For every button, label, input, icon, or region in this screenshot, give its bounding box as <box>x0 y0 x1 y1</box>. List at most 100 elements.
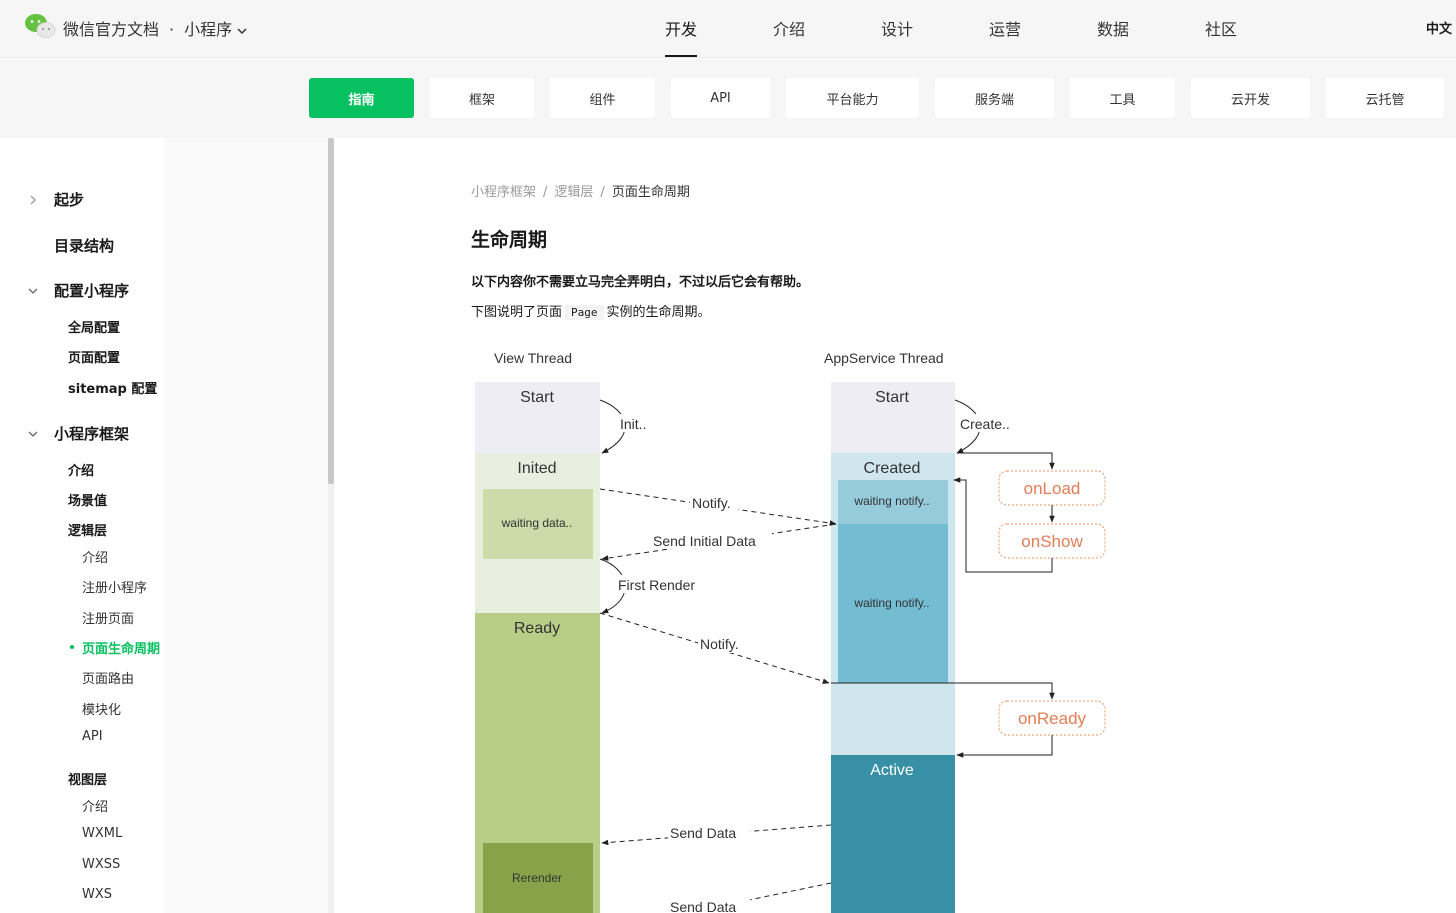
notify-1-label-bg <box>690 493 738 511</box>
sidebar-item-page-lifecycle[interactable]: 页面生命周期 <box>82 642 161 657</box>
sidebar-item-framework[interactable]: 小程序框架 <box>54 425 130 443</box>
breadcrumb-separator: / <box>543 185 548 200</box>
onready-label: onReady <box>1018 709 1087 728</box>
app-created-label: Created <box>864 460 921 477</box>
sidebar-item-wxml[interactable]: WXML <box>82 826 123 841</box>
sidebar-item-sitemap[interactable]: sitemap 配置 <box>68 382 158 397</box>
first-render-label: First Render <box>618 577 695 593</box>
top-nav-operations[interactable]: 运营 <box>989 20 1022 39</box>
sidebar-scrollbar-thumb[interactable] <box>328 138 334 484</box>
sidebar-item-view-layer[interactable]: 视图层 <box>68 773 108 788</box>
view-start-block <box>475 382 600 453</box>
notify-2-label: Notify. <box>700 636 739 652</box>
sidebar-item-logic-intro[interactable]: 介绍 <box>82 551 109 566</box>
app-waiting-notify-1-block <box>838 480 948 524</box>
top-nav-design[interactable]: 设计 <box>881 20 914 39</box>
breadcrumb-current: 页面生命周期 <box>611 185 690 200</box>
sidebar-item-register-app[interactable]: 注册小程序 <box>82 581 148 596</box>
subnav-cloud-hosting[interactable]: 云托管 <box>1326 78 1444 118</box>
top-nav-dev[interactable]: 开发 <box>665 20 698 39</box>
app-active-label: Active <box>870 762 914 779</box>
subnav-server[interactable]: 服务端 <box>935 78 1054 118</box>
brand-name: 微信官方文档 <box>63 20 160 39</box>
view-waiting-label: waiting data.. <box>501 516 573 530</box>
view-ready-label: Ready <box>514 620 560 637</box>
brand-title[interactable]: 微信官方文档 · 小程序 <box>63 16 248 40</box>
language-switch[interactable]: 中文 <box>1426 22 1453 37</box>
app-waiting-notify-1-label: waiting notify.. <box>853 494 929 508</box>
breadcrumb-framework[interactable]: 小程序框架 <box>471 185 537 200</box>
onload-label: onLoad <box>1024 479 1081 498</box>
sidebar-item-wxss[interactable]: WXSS <box>82 857 121 872</box>
sidebar: 起步 目录结构 配置小程序 全局配置 页面配置 sitemap 配置 小程序框架… <box>0 138 334 913</box>
sidebar-item-page-route[interactable]: 页面路由 <box>82 672 135 687</box>
description-after: 实例的生命周期。 <box>606 305 711 320</box>
subnav-framework[interactable]: 框架 <box>430 78 534 118</box>
sidebar-scrollbar[interactable] <box>328 138 334 913</box>
send-data-1-label: Send Data <box>670 825 736 841</box>
app-start-label: Start <box>875 389 909 406</box>
first-render-label-bg <box>616 575 702 593</box>
sub-nav: 指南 框架 组件 API 平台能力 服务端 工具 云开发 云托管 <box>0 59 1456 138</box>
sidebar-item-modules[interactable]: 模块化 <box>82 703 122 718</box>
sidebar-item-register-page[interactable]: 注册页面 <box>82 612 135 627</box>
sidebar-item-page-config[interactable]: 页面配置 <box>68 351 121 366</box>
breadcrumb-logic-layer[interactable]: 逻辑层 <box>554 185 594 200</box>
sidebar-item-framework-intro[interactable]: 介绍 <box>68 464 95 479</box>
subnav-tools[interactable]: 工具 <box>1070 78 1175 118</box>
init-label-bg <box>616 414 652 432</box>
sidebar-item-logic-api[interactable]: API <box>82 729 103 744</box>
send-data-2-label-bg <box>668 898 750 913</box>
sidebar-item-view-intro[interactable]: 介绍 <box>82 800 109 815</box>
sidebar-background-strip <box>164 138 328 913</box>
app-start-block <box>831 382 955 453</box>
init-label: Init.. <box>620 416 646 432</box>
sidebar-item-logic-layer[interactable]: 逻辑层 <box>68 524 108 539</box>
sidebar-item-config[interactable]: 配置小程序 <box>54 282 130 300</box>
inline-code-page: Page <box>565 305 604 320</box>
chevron-down-icon[interactable] <box>26 427 40 441</box>
chevron-right-icon[interactable] <box>26 193 40 207</box>
top-nav-community[interactable]: 社区 <box>1205 20 1238 39</box>
wechat-logo-icon[interactable] <box>24 13 56 39</box>
chevron-down-icon[interactable] <box>26 284 40 298</box>
subnav-cloud-dev[interactable]: 云开发 <box>1191 78 1310 118</box>
onshow-label: onShow <box>1021 532 1083 551</box>
sidebar-item-getting-started[interactable]: 起步 <box>54 191 85 209</box>
onready-return-arrow <box>956 735 1053 758</box>
onload-in-arrow <box>957 452 1055 470</box>
view-thread-title: View Thread <box>494 350 572 366</box>
app-waiting-notify-2-block <box>838 524 948 683</box>
send-data-2-label: Send Data <box>670 899 736 913</box>
send-data-1-arrow <box>601 824 832 846</box>
subnav-api[interactable]: API <box>671 78 770 118</box>
create-label: Create.. <box>960 416 1010 432</box>
view-rerender-label: Rerender <box>512 871 562 885</box>
page-title: 生命周期 <box>471 229 548 251</box>
top-header: 微信官方文档 · 小程序 开发 介绍 设计 运营 数据 社区 中文 <box>0 0 1456 58</box>
appservice-thread-title: AppService Thread <box>824 350 944 366</box>
sidebar-item-global-config[interactable]: 全局配置 <box>68 321 121 336</box>
view-rerender-block <box>483 843 593 913</box>
subnav-platform[interactable]: 平台能力 <box>786 78 919 118</box>
top-nav-intro[interactable]: 介绍 <box>773 20 806 39</box>
sidebar-item-directory[interactable]: 目录结构 <box>54 237 115 255</box>
view-start-label: Start <box>520 389 554 406</box>
send-initial-data-label-bg <box>652 531 772 549</box>
create-label-bg <box>958 414 1020 432</box>
description-before: 下图说明了页面 <box>471 305 563 320</box>
top-nav-data[interactable]: 数据 <box>1097 20 1130 39</box>
app-active-block <box>831 755 955 913</box>
notify-1-label: Notify. <box>692 495 731 511</box>
top-nav-active-underline <box>665 55 697 57</box>
subnav-components[interactable]: 组件 <box>550 78 655 118</box>
product-switcher[interactable]: 小程序 <box>184 20 233 39</box>
sidebar-item-scene[interactable]: 场景值 <box>68 494 108 509</box>
subnav-guide[interactable]: 指南 <box>309 78 414 118</box>
brand-separator: · <box>169 20 175 39</box>
breadcrumb-separator: / <box>600 185 605 200</box>
sidebar-item-wxs[interactable]: WXS <box>82 887 113 902</box>
view-waiting-block <box>483 489 593 559</box>
chevron-down-icon[interactable] <box>236 25 248 37</box>
